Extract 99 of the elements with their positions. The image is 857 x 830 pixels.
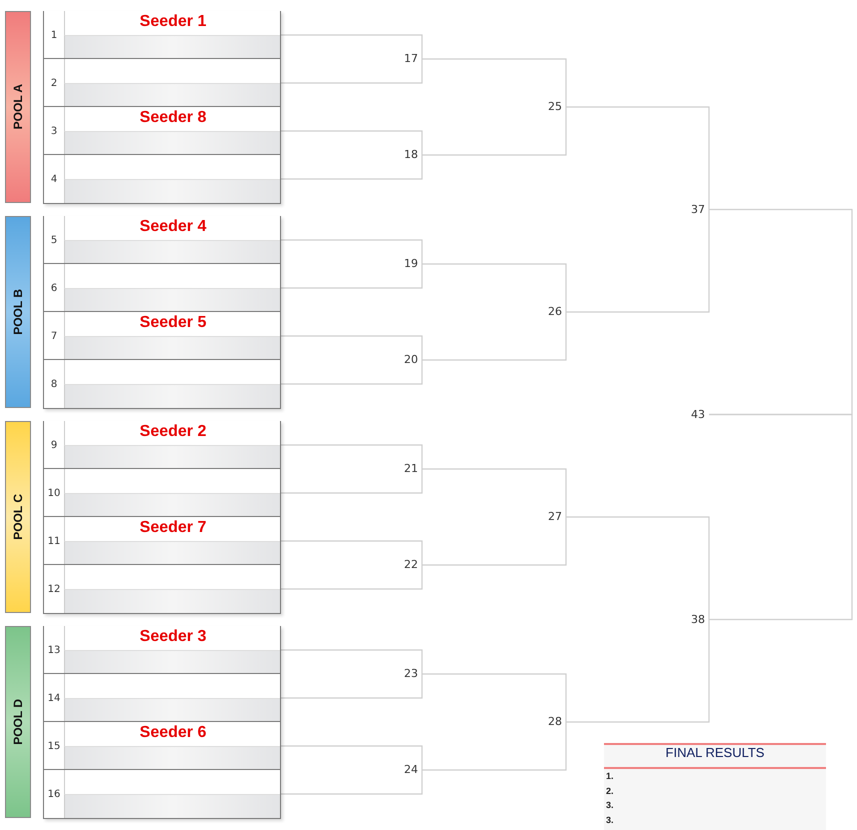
- bracket-line: [280, 34, 423, 59]
- seeder-name: Seeder 8: [138, 109, 208, 127]
- rank-number: 3.: [606, 799, 615, 812]
- bracket-line: [280, 264, 423, 289]
- results-heading: FINAL RESULTS: [604, 745, 826, 769]
- slot-row: [44, 216, 280, 264]
- bracket-line: [422, 673, 567, 722]
- match-number: 19: [396, 257, 422, 271]
- slot-row: [44, 107, 280, 155]
- final-results-panel: [604, 743, 826, 830]
- bracket-line: [422, 263, 567, 312]
- pool-label: POOL B: [11, 289, 25, 335]
- slot-row: [44, 11, 280, 59]
- slot-number: 14: [46, 693, 62, 705]
- rank-number: 1.: [606, 770, 615, 783]
- bracket-line: [566, 106, 710, 210]
- bracket-line: [566, 210, 710, 313]
- slot-row: [44, 722, 280, 770]
- bracket-line: [709, 414, 853, 620]
- bracket-line: [566, 516, 710, 620]
- slot-number: 7: [50, 331, 58, 343]
- seeder-name: Seeder 2: [138, 423, 208, 441]
- slot-number: 1: [50, 30, 58, 42]
- bracket-line: [422, 58, 567, 107]
- pool-label: POOL D: [11, 699, 25, 745]
- slot-row: [44, 770, 280, 818]
- bracket-line: [280, 770, 423, 795]
- slot-row: [44, 565, 280, 613]
- match-number: 22: [396, 558, 422, 572]
- match-number: 23: [396, 667, 422, 681]
- bracket-line: [280, 469, 423, 494]
- slot-number: 11: [46, 536, 62, 548]
- bracket-line: [709, 208, 853, 416]
- slot-number: 15: [46, 741, 62, 753]
- match-number: 24: [396, 763, 422, 777]
- slot-row: [44, 626, 280, 674]
- bracket-line: [422, 107, 567, 156]
- slot-row: [44, 674, 280, 722]
- match-number: 25: [540, 100, 566, 114]
- bracket-line: [422, 312, 567, 361]
- slot-number: 5: [50, 235, 58, 247]
- slot-number: 9: [50, 440, 58, 452]
- match-number: 26: [540, 305, 566, 319]
- pool-band: [5, 216, 31, 408]
- bracket-line: [280, 130, 423, 155]
- rank-number: 2.: [606, 784, 615, 798]
- seeder-name: Seeder 7: [138, 519, 208, 537]
- match-number: 28: [540, 715, 566, 729]
- match-number: 20: [396, 353, 422, 367]
- seeder-name: Seeder 1: [138, 13, 208, 31]
- slot-row: [44, 517, 280, 565]
- bracket-line: [280, 444, 423, 469]
- match-number: 27: [540, 510, 566, 524]
- match-number: 37: [683, 202, 709, 216]
- bracket-line: [280, 239, 423, 264]
- bracket-line: [422, 468, 567, 517]
- bracket-line: [280, 649, 423, 674]
- seeder-name: Seeder 6: [138, 724, 208, 742]
- slot-number: 4: [50, 174, 58, 186]
- bracket-line: [280, 59, 423, 84]
- bracket-line: [280, 674, 423, 699]
- slot-row: [44, 312, 280, 360]
- slot-number: 2: [50, 78, 58, 90]
- bracket-line: [280, 565, 423, 590]
- slot-row: [44, 264, 280, 312]
- bracket-line: [422, 722, 567, 771]
- slot-number: 12: [46, 584, 62, 596]
- slot-row: [44, 360, 280, 408]
- slot-row: [44, 155, 280, 203]
- slot-number: 16: [46, 789, 62, 801]
- slot-row: [44, 59, 280, 107]
- slot-number: 6: [50, 283, 58, 295]
- seeder-name: Seeder 5: [138, 314, 208, 332]
- bracket-line: [280, 155, 423, 180]
- bracket-line: [280, 335, 423, 360]
- slot-row: [44, 469, 280, 517]
- slot-number: 3: [50, 126, 58, 138]
- bracket-line: [280, 540, 423, 565]
- bracket-line: [422, 517, 567, 566]
- slot-number: 8: [50, 379, 58, 391]
- slot-number: 10: [46, 488, 62, 500]
- pool-label: POOL C: [11, 494, 25, 540]
- slot-number: 13: [46, 645, 62, 657]
- bracket-line: [280, 360, 423, 385]
- match-number: 43: [683, 408, 709, 422]
- seeder-name: Seeder 3: [138, 628, 208, 646]
- match-number: 21: [396, 462, 422, 476]
- pool-band: [5, 11, 31, 203]
- match-number: 17: [396, 52, 422, 66]
- seeder-name: Seeder 4: [138, 218, 208, 236]
- match-number: 18: [396, 148, 422, 162]
- rank-number: 3.: [606, 814, 615, 826]
- pool-band: [5, 421, 31, 613]
- match-number: 38: [683, 612, 709, 626]
- bracket-line: [566, 620, 710, 723]
- pool-label: POOL A: [11, 84, 25, 130]
- slot-row: [44, 421, 280, 469]
- pool-band: [5, 626, 31, 818]
- bracket-line: [280, 745, 423, 770]
